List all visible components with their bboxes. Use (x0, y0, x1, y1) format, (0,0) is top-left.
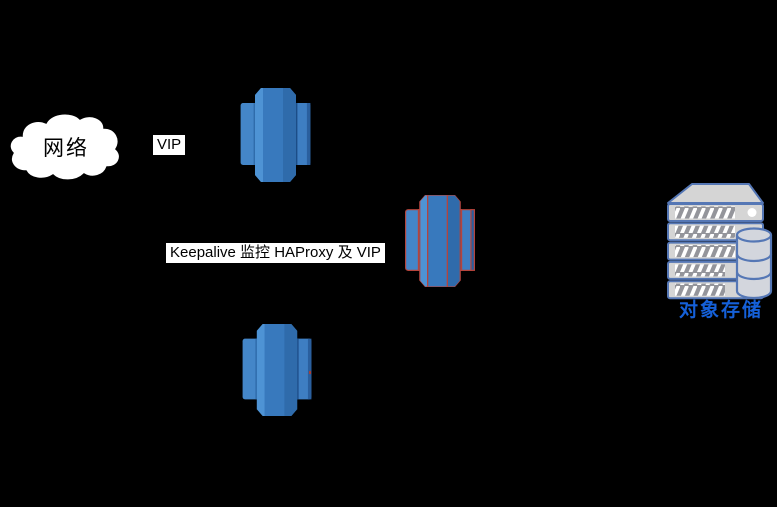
haproxy-server-icon-bottom (242, 324, 312, 416)
network-cloud-node: 网络 (6, 108, 126, 186)
object-storage-node: 对象存储 (663, 181, 777, 321)
server-rack-icon (667, 183, 773, 300)
object-storage-label: 对象存储 (678, 300, 763, 321)
cloud-icon (9, 113, 121, 181)
haproxy-server-icon-top (240, 88, 311, 182)
database-cylinder-icon (735, 227, 773, 300)
network-cloud-label: 网络 (43, 137, 89, 160)
keepalive-label: Keepalive 监控 HAProxy 及 VIP (166, 243, 385, 263)
vip-label: VIP (153, 135, 186, 155)
haproxy-server-icon-middle-red-outline (405, 195, 475, 287)
red-dot (309, 371, 311, 374)
